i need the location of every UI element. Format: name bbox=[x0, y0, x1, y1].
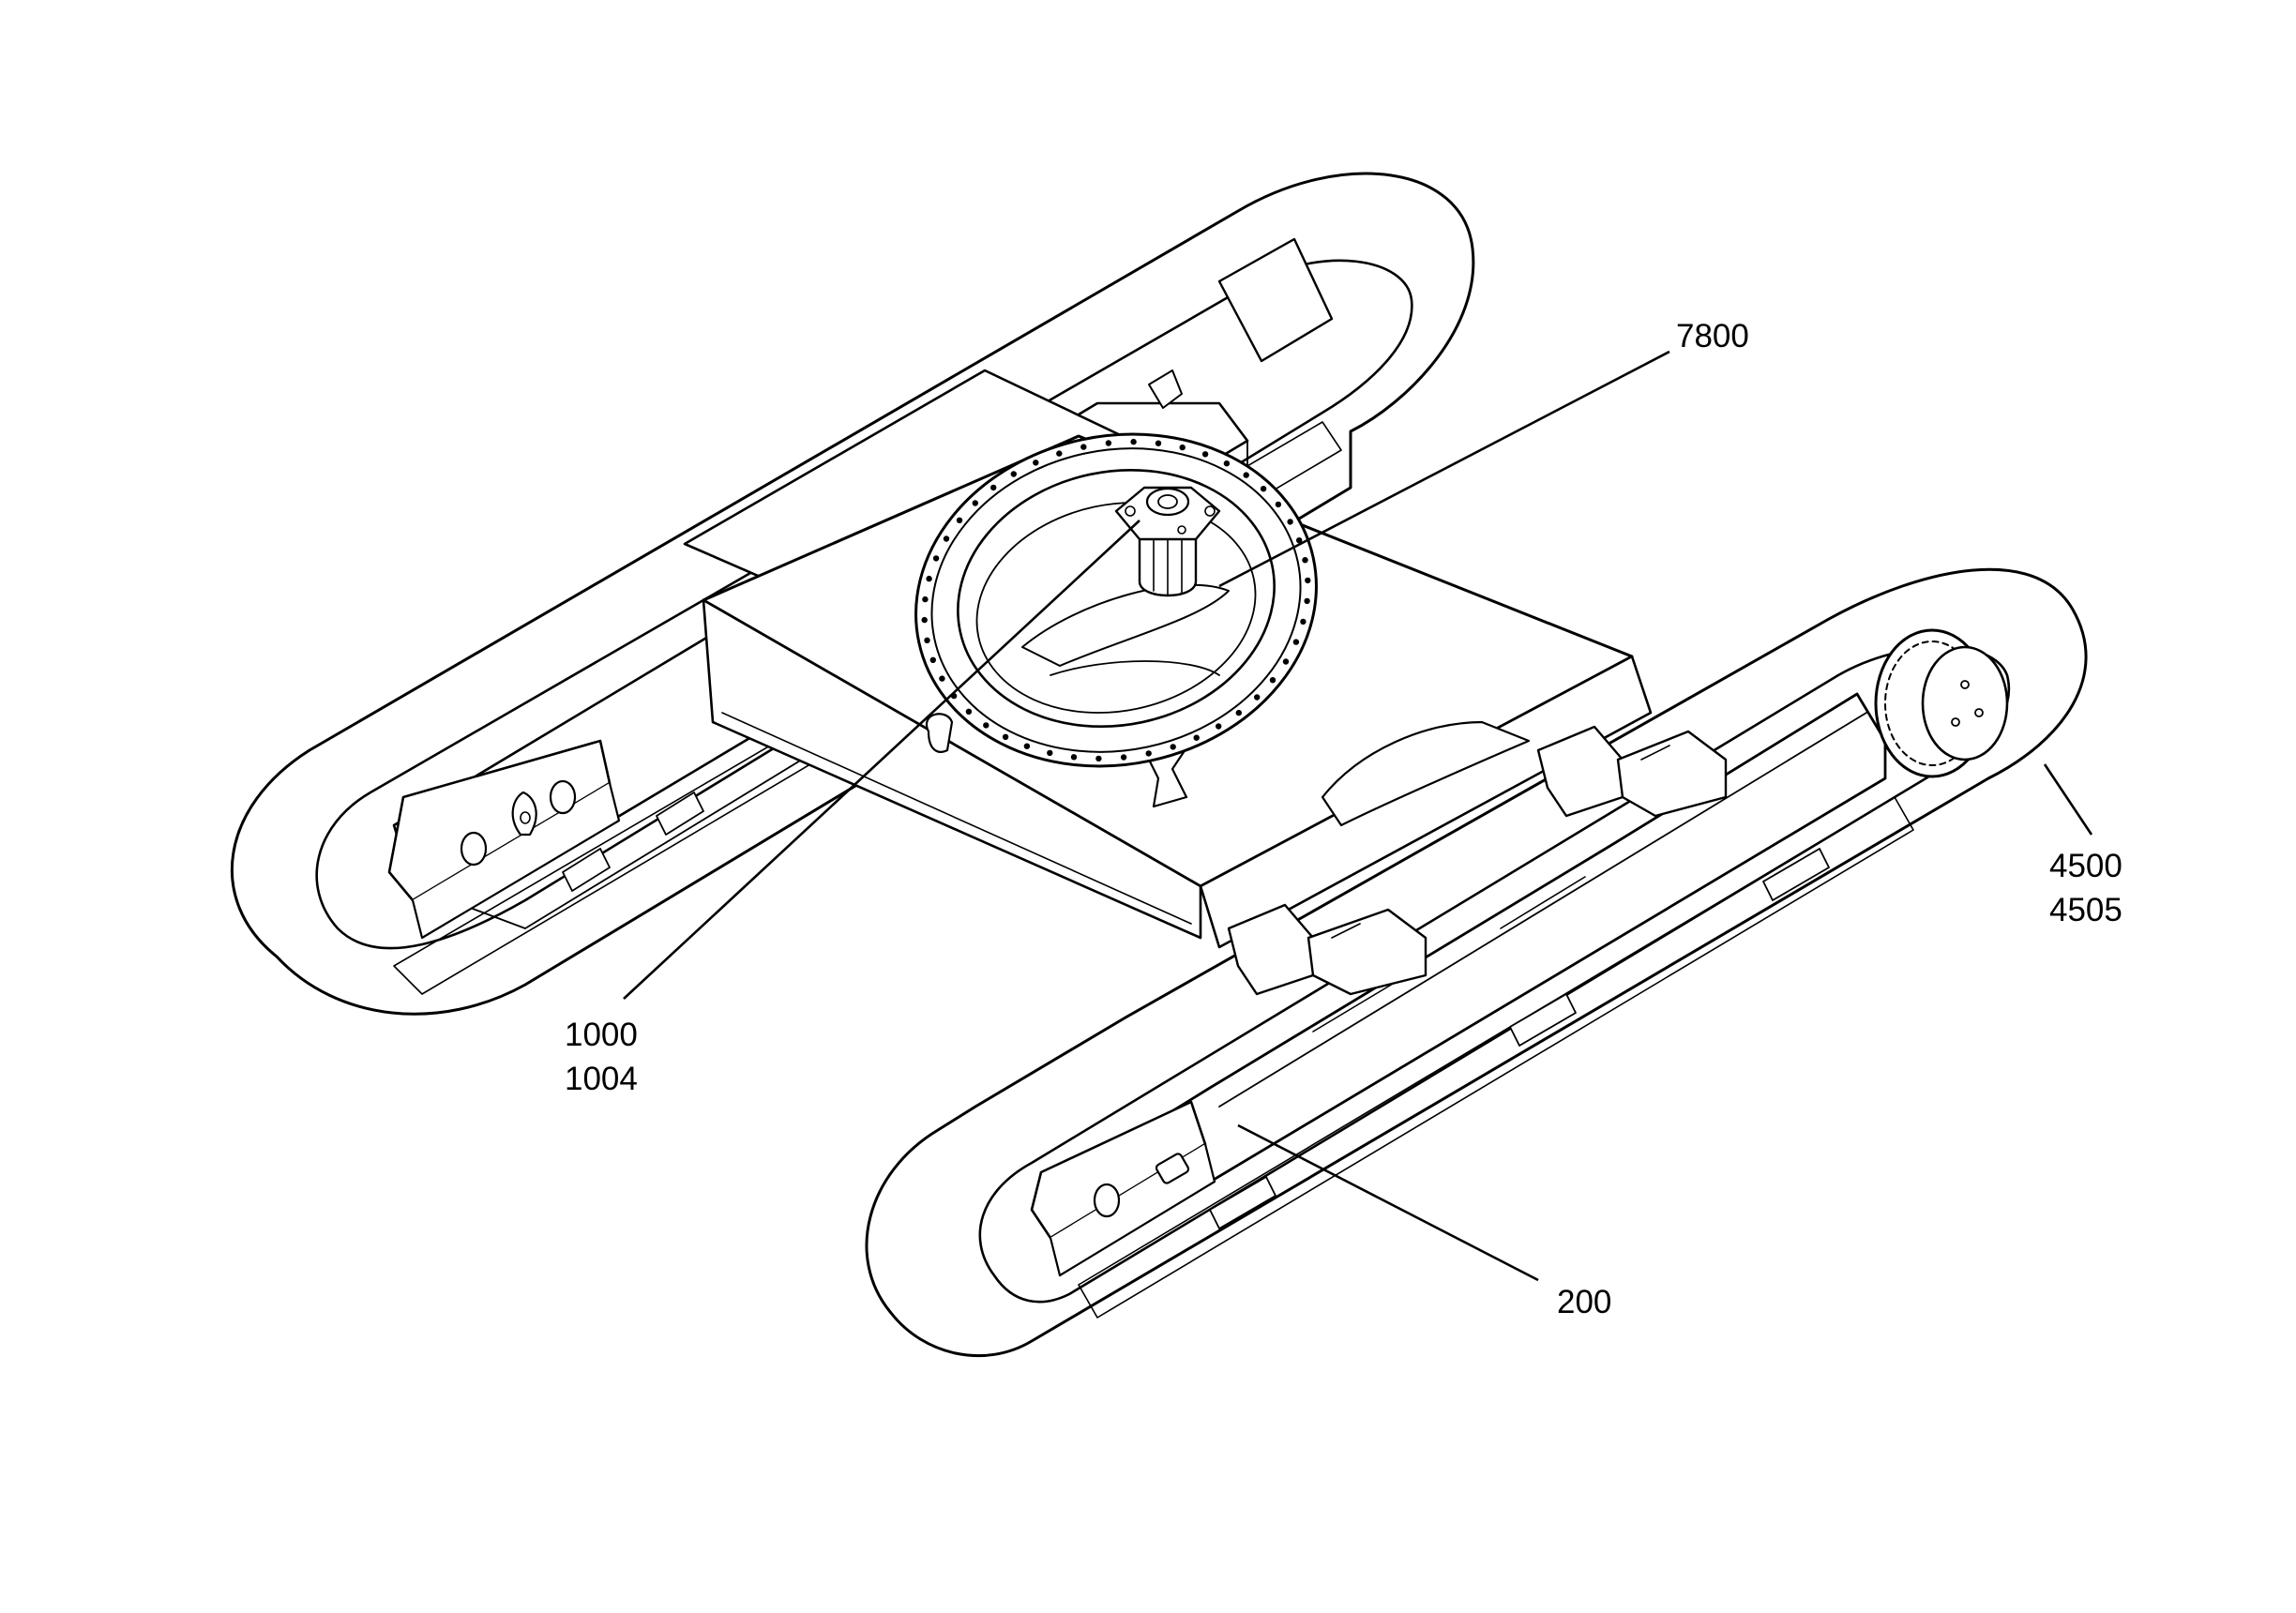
bolt-hole bbox=[990, 484, 997, 491]
callout-1000: 1000 bbox=[565, 1017, 638, 1053]
leader-1000 bbox=[623, 520, 1140, 1000]
right-idler-bracket bbox=[1030, 1100, 1216, 1277]
callout-200: 200 bbox=[1557, 1284, 1611, 1320]
bolt-hole bbox=[1105, 440, 1112, 446]
bolt-hole bbox=[924, 637, 930, 643]
left-track-inner-rim bbox=[315, 259, 1413, 950]
bolt-hole bbox=[1002, 733, 1009, 740]
carbody-opening bbox=[1321, 720, 1531, 827]
right-track-chain bbox=[865, 567, 2088, 1358]
bolt-hole bbox=[1243, 472, 1249, 478]
rotary-joint bbox=[1114, 486, 1221, 597]
bolt-hole bbox=[1216, 723, 1222, 730]
bolt-hole bbox=[1056, 450, 1063, 457]
bolt-hole bbox=[1201, 451, 1209, 458]
callout-labels: 7800 1000 1004 4500 4505 200 bbox=[565, 318, 2122, 1320]
bolt-hole bbox=[921, 616, 928, 624]
bolt-hole bbox=[1080, 444, 1087, 450]
bolt-hole bbox=[932, 555, 940, 562]
bolt-hole bbox=[1179, 444, 1186, 451]
bolt-hole bbox=[1070, 754, 1078, 761]
bolt-hole bbox=[1170, 744, 1176, 750]
bolt-hole bbox=[1296, 537, 1303, 544]
bolt-hole bbox=[1010, 471, 1018, 477]
bolt-hole bbox=[1033, 460, 1039, 466]
bolt-hole bbox=[943, 535, 950, 542]
bolt-hole bbox=[1287, 519, 1293, 525]
callout-4500: 4500 bbox=[2049, 848, 2122, 884]
bolt-hole bbox=[1260, 486, 1267, 492]
bolt-hole bbox=[1292, 639, 1300, 645]
bolt-hole bbox=[972, 500, 979, 506]
leader-4500 bbox=[2043, 763, 2093, 836]
right-track-assembly bbox=[865, 567, 2088, 1358]
bolt-hole bbox=[1023, 743, 1031, 749]
bolt-hole bbox=[922, 595, 929, 603]
bolt-hole bbox=[1275, 501, 1282, 508]
right-track-inner-rim bbox=[978, 645, 2011, 1304]
callout-1004: 1004 bbox=[565, 1061, 638, 1097]
bolt-hole bbox=[956, 517, 963, 523]
right-track-rollers bbox=[1209, 848, 1830, 1229]
bolt-hole bbox=[1095, 755, 1102, 762]
left-track-rollers bbox=[562, 791, 704, 892]
bolt-hole bbox=[929, 656, 936, 663]
callout-4505: 4505 bbox=[2049, 892, 2122, 928]
bolt-hole bbox=[965, 708, 973, 715]
travel-drive-motor bbox=[1874, 628, 2009, 778]
carbody-front-face bbox=[702, 598, 1202, 940]
bolt-hole bbox=[1305, 577, 1311, 584]
bolt-hole bbox=[983, 722, 989, 729]
left-track-chain bbox=[230, 172, 1475, 1016]
callout-7800: 7800 bbox=[1676, 318, 1749, 354]
bolt-hole bbox=[1130, 438, 1137, 445]
bolt-hole bbox=[1120, 754, 1127, 761]
bolt-hole bbox=[1269, 677, 1276, 684]
slewing-ring-bolt-holes bbox=[921, 438, 1311, 762]
bolt-hole bbox=[1282, 658, 1290, 665]
bolt-hole bbox=[1235, 709, 1243, 716]
bolt-hole bbox=[1223, 460, 1231, 467]
leader-200 bbox=[1237, 1123, 1539, 1282]
leader-lines bbox=[623, 350, 2093, 1282]
bolt-hole bbox=[1302, 557, 1308, 564]
right-track-bottom-links bbox=[1078, 796, 1914, 1319]
bolt-hole bbox=[1304, 597, 1310, 605]
bolt-hole bbox=[1254, 694, 1261, 701]
bolt-hole bbox=[1193, 734, 1200, 741]
left-idler-bracket bbox=[387, 739, 621, 940]
slewing-ring bbox=[914, 432, 1318, 768]
bolt-hole bbox=[1155, 440, 1162, 446]
bolt-hole bbox=[1300, 618, 1307, 626]
bolt-hole bbox=[939, 675, 945, 682]
bolt-hole bbox=[926, 575, 932, 582]
bolt-hole bbox=[1047, 749, 1053, 757]
leader-7800 bbox=[1218, 350, 1670, 588]
bolt-hole bbox=[1145, 750, 1152, 757]
carrier-roller-guards bbox=[1227, 725, 1728, 996]
